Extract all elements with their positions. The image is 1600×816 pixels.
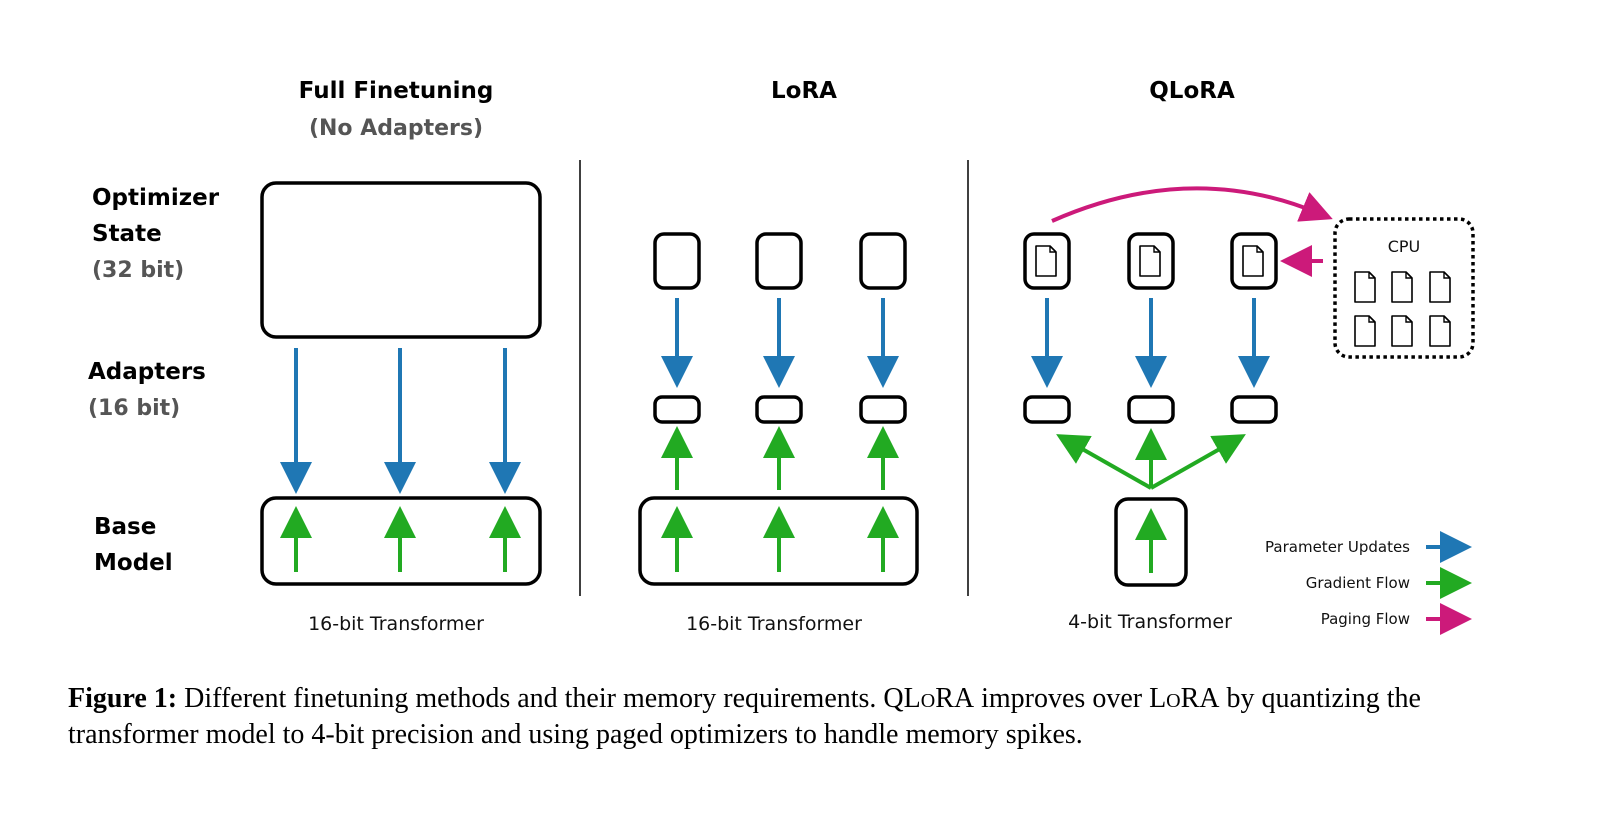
optimizer-state-box xyxy=(260,181,542,339)
qlora-adapter-boxes xyxy=(1023,395,1278,424)
diagram: Full Finetuning (No Adapters) LoRA QLoRA… xyxy=(88,78,1475,635)
col-title-lora: LoRA xyxy=(771,78,837,104)
page-icon xyxy=(1429,271,1451,303)
figure-caption: Figure 1: Different finetuning methods a… xyxy=(68,681,1508,753)
row-label-adapters-1: Adapters xyxy=(88,359,206,385)
row-label-adapters-2: (16 bit) xyxy=(88,396,180,421)
lora-adapter-boxes xyxy=(653,395,907,424)
caption-qlora-sc: LoRA xyxy=(903,683,975,714)
legend-param-updates-label: Parameter Updates xyxy=(1265,538,1410,556)
caption-text-b: improves over xyxy=(974,683,1150,714)
row-label-optimizer-1: Optimizer xyxy=(92,185,220,211)
row-label-optimizer-2: State xyxy=(92,221,162,247)
lora-footer: 16-bit Transformer xyxy=(686,613,862,635)
paging-arrow-to-cpu xyxy=(1051,186,1333,223)
caption-lora-sc: LoRA xyxy=(1149,683,1220,714)
row-label-optimizer-3: (32 bit) xyxy=(92,258,184,283)
page-icon xyxy=(1391,271,1413,303)
legend-paging-flow-label: Paging Flow xyxy=(1321,610,1410,628)
full-gradient-arrows xyxy=(280,506,521,572)
full-footer: 16-bit Transformer xyxy=(308,613,484,635)
qlora-footer: 4-bit Transformer xyxy=(1068,611,1232,633)
qlora-gradient-fan-arrows xyxy=(1056,428,1246,490)
qlora-param-update-arrows xyxy=(1031,298,1270,388)
legend: Parameter Updates Gradient Flow Paging F… xyxy=(1265,531,1472,635)
col-title-full: Full Finetuning xyxy=(299,78,494,104)
row-label-base-1: Base xyxy=(94,514,156,540)
page-icon xyxy=(1354,315,1376,347)
caption-text-a: Different finetuning methods and their m… xyxy=(177,683,904,714)
lora-param-update-arrows xyxy=(661,298,899,388)
page-icon xyxy=(1429,315,1451,347)
caption-label: Figure 1: xyxy=(68,683,178,714)
row-label-base-2: Model xyxy=(94,550,173,576)
legend-gradient-flow-label: Gradient Flow xyxy=(1306,574,1410,592)
lora-base-gradient-arrows xyxy=(661,506,899,572)
page-icon xyxy=(1391,315,1413,347)
col-subtitle-full: (No Adapters) xyxy=(309,116,483,141)
lora-adapter-gradient-arrows xyxy=(661,426,899,490)
col-title-qlora: QLoRA xyxy=(1149,78,1235,104)
full-param-update-arrows xyxy=(280,348,521,494)
qlora-optimizer-boxes xyxy=(1023,232,1278,290)
lora-optimizer-boxes xyxy=(653,232,907,290)
cpu-label: CPU xyxy=(1388,237,1421,256)
caption-text-c: by quantizing the transformer model to 4… xyxy=(68,683,1421,750)
page-icon xyxy=(1354,271,1376,303)
